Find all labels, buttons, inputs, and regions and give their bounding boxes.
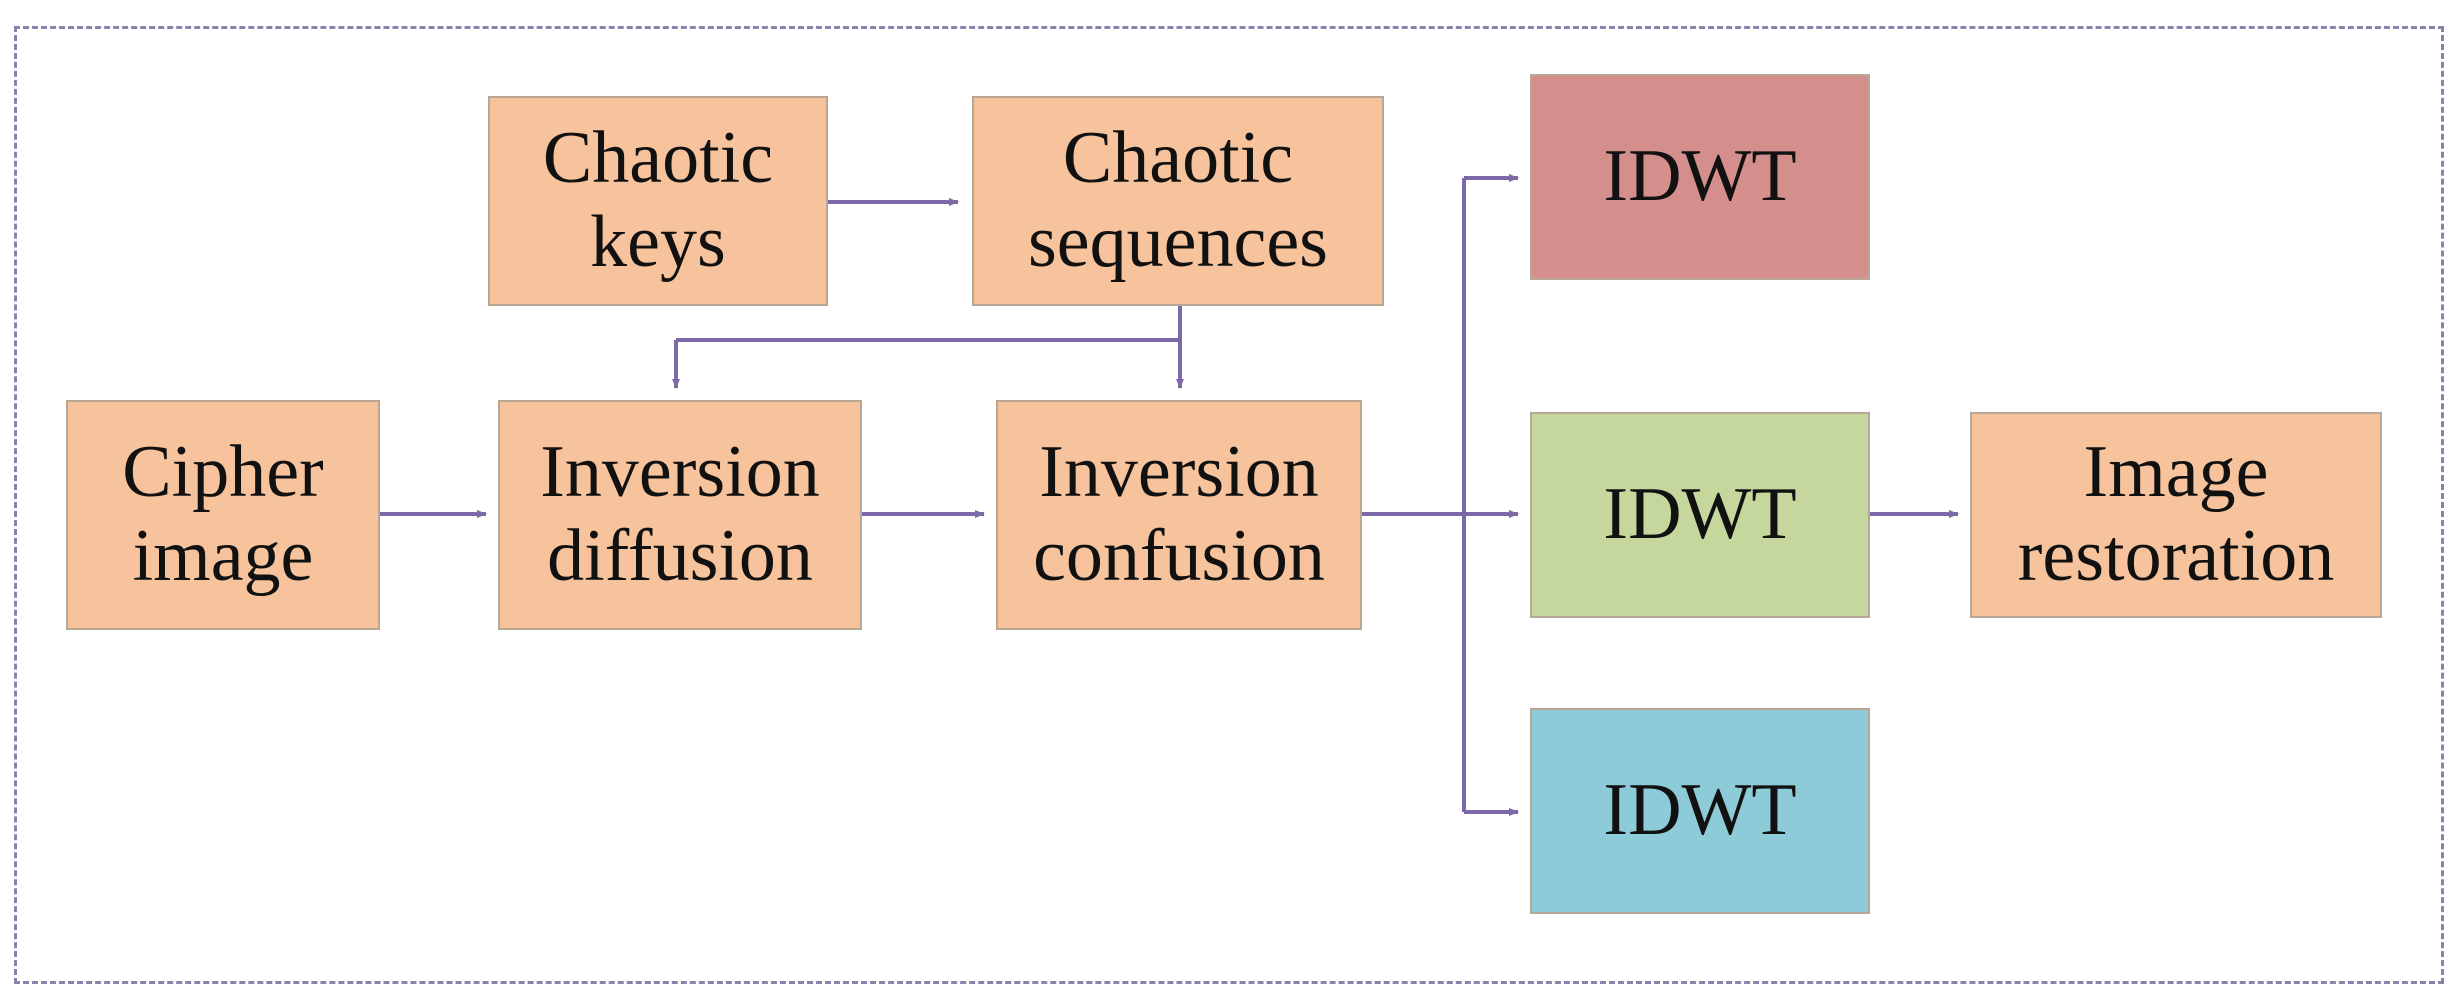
image-restoration-line2: restoration [2017,515,2335,597]
inversion-diffusion-line1: Inversion [540,431,820,514]
image-restoration-box: Image restoration [1970,412,2382,618]
idwt-middle-box: IDWT [1530,412,1870,618]
dashed-frame [14,26,2444,984]
inversion-confusion-line1: Inversion [1039,431,1319,514]
inversion-diffusion-line2: diffusion [547,515,813,597]
chaotic-sequences-line2: sequences [1028,201,1328,283]
chaotic-sequences-box: Chaotic sequences [972,96,1384,306]
inversion-confusion-line2: confusion [1033,515,1325,597]
idwt-middle-label: IDWT [1603,473,1797,556]
idwt-top-label: IDWT [1603,135,1797,218]
chaotic-keys-line2: keys [590,201,726,283]
cipher-image-line1: Cipher [122,431,324,514]
chaotic-keys-box: Chaotic keys [488,96,828,306]
chaotic-sequences-line1: Chaotic [1062,117,1294,200]
cipher-image-box: Cipher image [66,400,380,630]
idwt-bottom-box: IDWT [1530,708,1870,914]
arrow-sequences-bus [676,306,1182,342]
inversion-diffusion-box: Inversion diffusion [498,400,862,630]
idwt-bottom-label: IDWT [1603,769,1797,852]
cipher-image-line2: image [132,515,314,597]
inversion-confusion-box: Inversion confusion [996,400,1362,630]
chaotic-keys-line1: Chaotic [542,117,774,200]
idwt-top-box: IDWT [1530,74,1870,280]
image-restoration-line1: Image [2083,431,2269,514]
